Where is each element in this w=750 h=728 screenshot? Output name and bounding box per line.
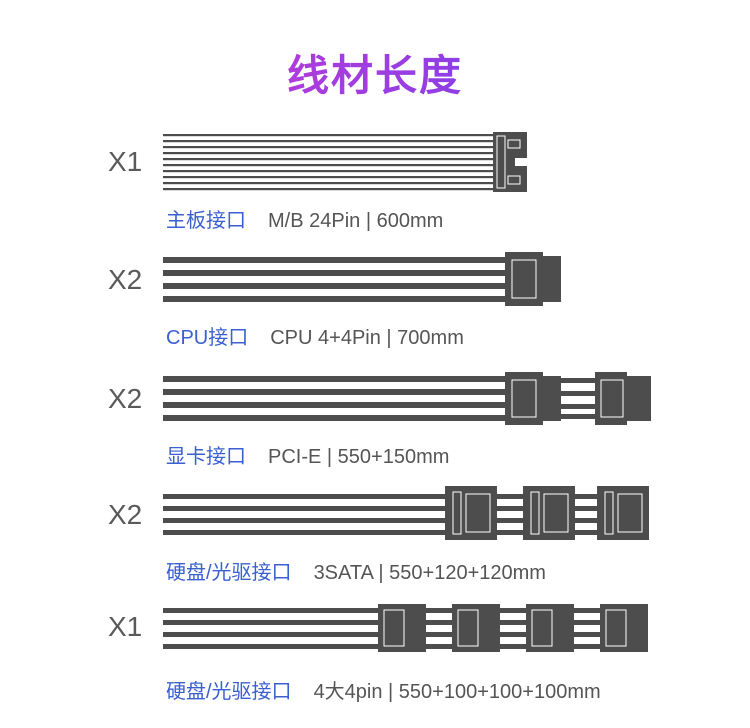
cable-caption: 显卡接口 PCI-E | 550+150mm <box>166 440 449 469</box>
quantity-label: X2 <box>108 264 143 295</box>
spec-text: CPU 4+4Pin | 700mm <box>270 327 464 349</box>
port-name: 显卡接口 <box>166 446 246 468</box>
spec-text: M/B 24Pin | 600mm <box>268 210 444 232</box>
cable-caption: 主板接口 M/B 24Pin | 600mm <box>166 204 443 233</box>
cpu-cable <box>163 252 561 306</box>
mb-24pin-cable <box>163 132 527 192</box>
pcie-cable <box>163 372 651 425</box>
quantity-label: X1 <box>108 611 143 642</box>
port-name: 硬盘/光驱接口 <box>166 681 292 703</box>
quantity-label: X2 <box>108 383 143 414</box>
cable-caption: CPU接口 CPU 4+4Pin | 700mm <box>166 321 464 350</box>
cable-caption: 硬盘/光驱接口 4大4pin | 550+100+100+100mm <box>166 675 601 704</box>
quantity-label: X1 <box>108 146 143 177</box>
page-title: 线材长度 <box>0 42 750 103</box>
port-name: 硬盘/光驱接口 <box>166 562 292 584</box>
port-name: 主板接口 <box>166 210 246 232</box>
quantity-label: X2 <box>108 499 143 530</box>
molex-cable <box>163 604 648 652</box>
spec-text: 4大4pin | 550+100+100+100mm <box>313 681 601 703</box>
sata-cable <box>163 486 649 540</box>
cable-caption: 硬盘/光驱接口 3SATA | 550+120+120mm <box>166 556 546 585</box>
spec-text: PCI-E | 550+150mm <box>268 446 450 468</box>
spec-text: 3SATA | 550+120+120mm <box>313 562 546 584</box>
port-name: CPU接口 <box>166 327 249 349</box>
